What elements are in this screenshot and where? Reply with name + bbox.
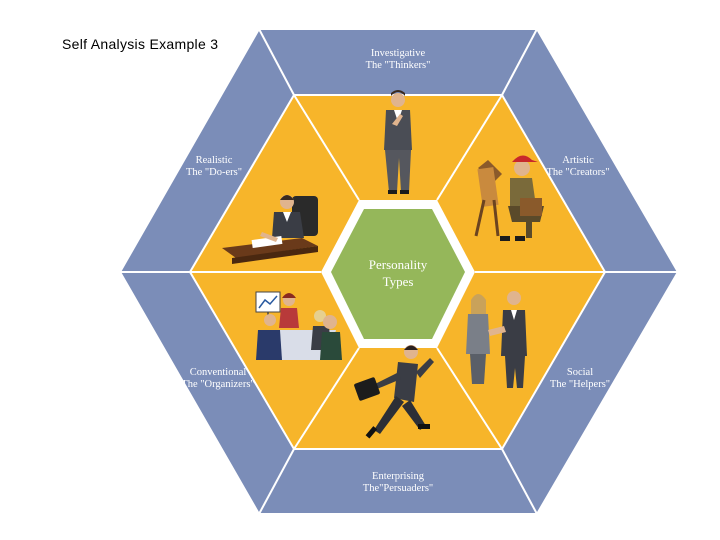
label-social-name: Social	[566, 367, 594, 378]
center-hexagon	[331, 209, 465, 339]
label-artistic-name: Artistic	[562, 155, 594, 166]
label-enterprising-desc: The"Persuaders"	[362, 483, 434, 494]
painter-figure-icon	[474, 155, 544, 241]
label-artistic: Artistic The "Creators"	[546, 155, 609, 179]
label-investigative-name: Investigative	[370, 48, 426, 59]
handshake-figure-icon	[466, 291, 527, 388]
center-label-line1: Personality	[368, 257, 428, 272]
center-label-line2: Types	[382, 274, 414, 289]
label-investigative: Investigative The "Thinkers"	[366, 48, 431, 72]
meeting-figure-icon	[255, 291, 342, 360]
label-artistic-desc: The "Creators"	[546, 167, 610, 178]
label-social-desc: The "Helpers"	[549, 379, 611, 390]
label-conventional-name: Conventional	[189, 367, 247, 378]
label-enterprising-name: Enterprising	[372, 471, 424, 482]
label-conventional: Conventional The "Organizers"	[181, 367, 254, 391]
label-realistic: Realistic The "Do-ers"	[186, 155, 242, 179]
label-realistic-name: Realistic	[195, 155, 233, 166]
sector-dividers	[120, 28, 678, 515]
label-conventional-desc: The "Organizers"	[181, 379, 255, 390]
thinker-figure-icon	[384, 90, 412, 194]
label-realistic-desc: The "Do-ers"	[185, 167, 243, 178]
label-investigative-desc: The "Thinkers"	[365, 60, 431, 71]
label-social: Social The "Helpers"	[550, 367, 610, 391]
center-label: Personality Types	[369, 256, 428, 290]
label-enterprising: Enterprising The"Persuaders"	[363, 471, 433, 495]
slide-title: Self Analysis Example 3	[62, 36, 219, 52]
desk-worker-figure-icon	[222, 195, 318, 264]
running-businessman-icon	[354, 345, 434, 439]
